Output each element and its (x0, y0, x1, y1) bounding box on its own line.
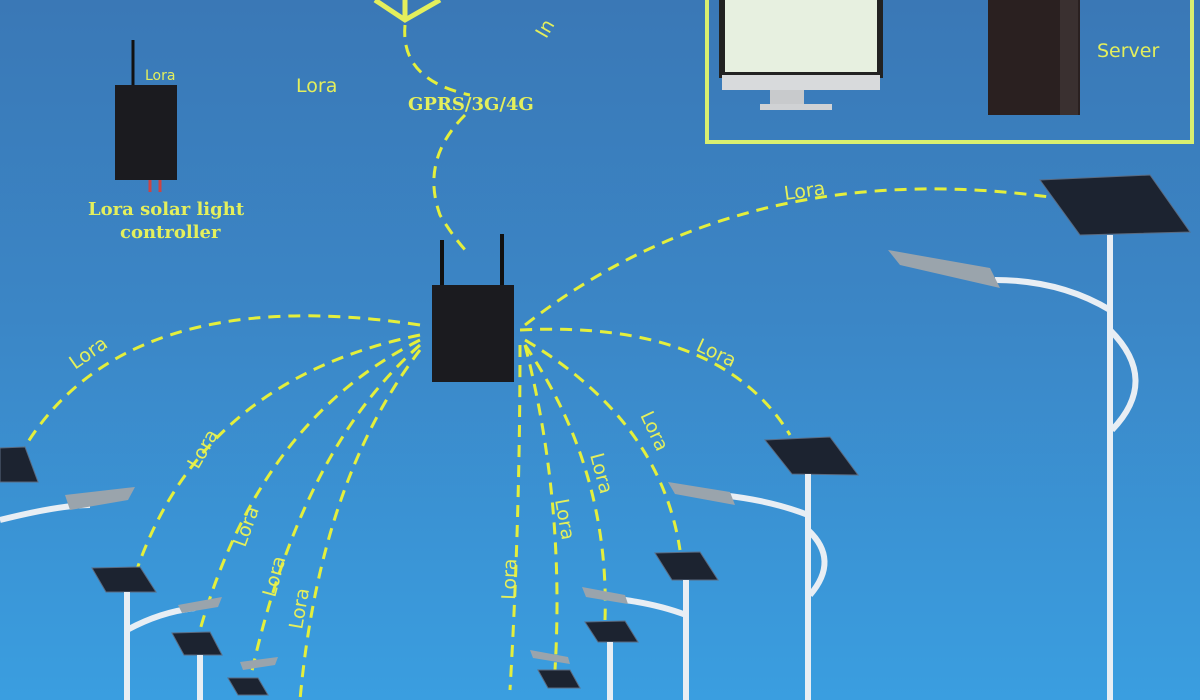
server-panel: Server (705, 0, 1194, 144)
link-tower (403, 24, 471, 97)
link-lora-label: Lora (585, 451, 617, 497)
link-lora-label: Lora (285, 586, 314, 631)
lora-label: Lora (296, 75, 337, 97)
street-light (668, 436, 860, 700)
link-lora-label: Lora (65, 332, 111, 374)
link-lora-label: Lora (183, 426, 223, 473)
link-lora (524, 187, 1071, 327)
street-light (537, 669, 581, 689)
controller-title-line2: controller (120, 222, 221, 243)
tower-icon (373, 0, 442, 23)
solar-controller-icon (115, 40, 177, 192)
link-lora-label: Lora (498, 558, 521, 600)
link-lora-label: Lora (693, 335, 740, 372)
link-labels: Lora Lora Lora Lora Lora Lora Lora Lora … (65, 177, 826, 630)
street-light (0, 446, 135, 523)
server-label: Server (1097, 40, 1159, 62)
gateway-icon (432, 234, 514, 382)
link-lora-label: Lora (259, 554, 291, 600)
street-light (171, 631, 278, 700)
link-lora-label: Lora (783, 177, 827, 205)
link-lora-label: Lora (550, 497, 579, 542)
street-light (582, 551, 719, 700)
street-light (227, 677, 269, 696)
server-rack-icon (988, 0, 1080, 115)
link-lora-label: Lora (229, 503, 264, 549)
street-light-large (888, 174, 1191, 700)
street-light (530, 620, 639, 700)
controller-lora-label: Lora (145, 68, 175, 84)
street-light (91, 566, 222, 700)
monitor-icon (719, 0, 883, 110)
link-lora-label: Lora (635, 408, 672, 455)
internet-label: In (531, 16, 559, 42)
controller-title-line1: Lora solar light (88, 199, 245, 220)
gprs-label: GPRS/3G/4G (408, 94, 534, 115)
